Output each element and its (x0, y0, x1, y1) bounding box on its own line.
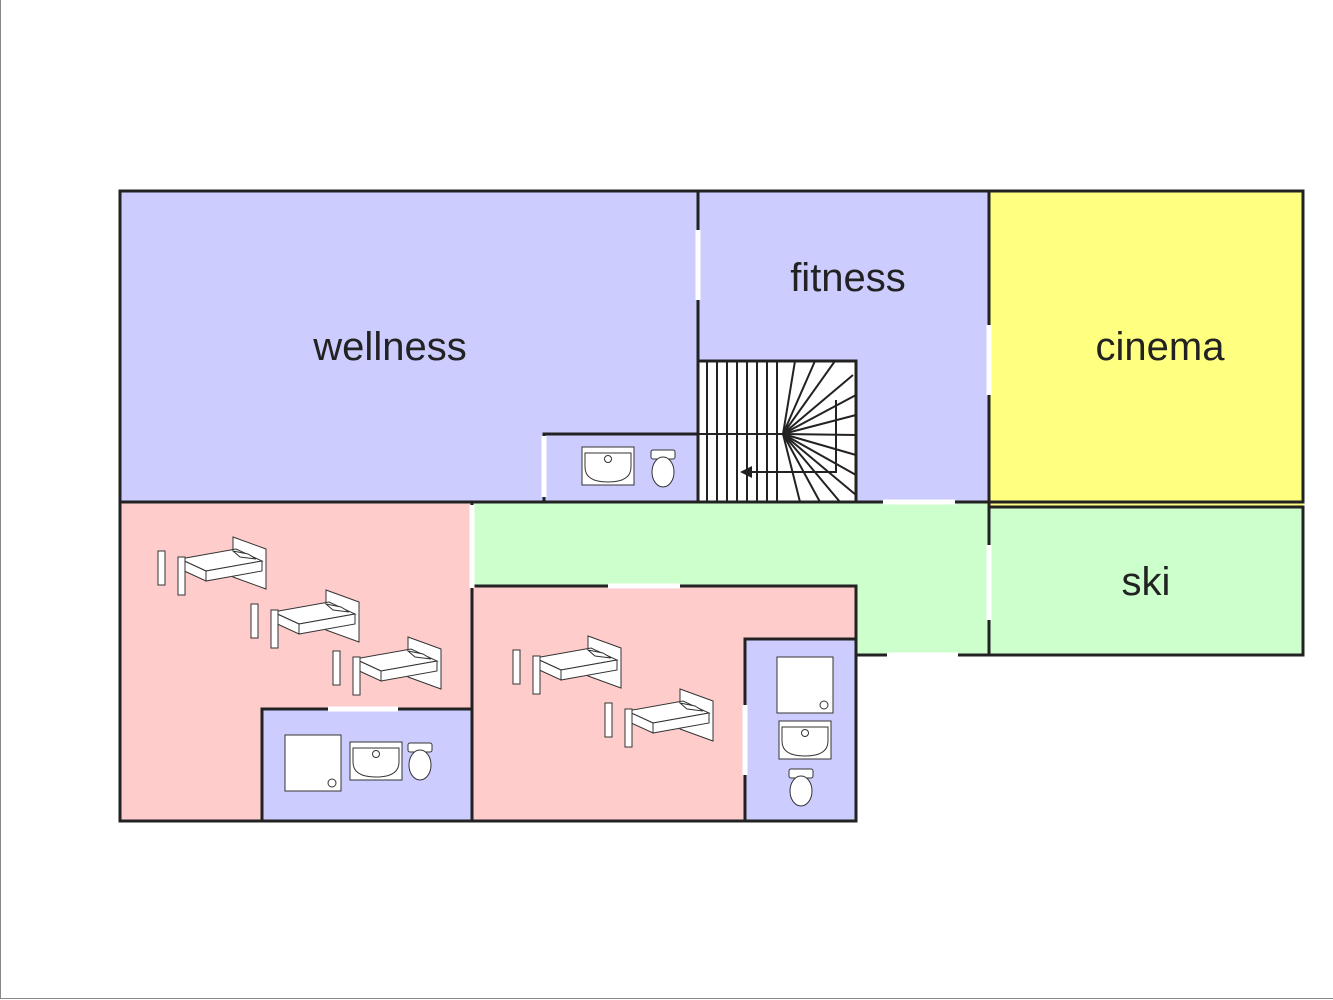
room-label-ski: ski (1122, 560, 1171, 604)
room-label-wellness: wellness (312, 325, 466, 369)
toilet-icon (788, 768, 814, 807)
sink-icon (778, 720, 832, 760)
room-label-fitness: fitness (790, 256, 906, 300)
stair-tread (782, 433, 821, 503)
stair-tread (782, 360, 796, 435)
wellness-fitness-area (120, 191, 989, 502)
toilet-icon (650, 449, 676, 488)
stair-tread (782, 433, 857, 496)
corridor (472, 502, 989, 655)
walls (118, 189, 1305, 823)
stairs-icon (698, 360, 857, 503)
sink-icon (349, 741, 403, 781)
stair-tread (782, 394, 857, 435)
sink-icon (581, 446, 635, 486)
stair-tread (782, 433, 841, 503)
stair-tread (782, 433, 857, 476)
stair-tread (782, 433, 857, 456)
stair-tread (782, 360, 816, 435)
toilet-icon (407, 742, 433, 781)
stair-tread (782, 374, 854, 435)
cinema-room (989, 191, 1303, 507)
stair-tread (782, 433, 801, 503)
doors (328, 230, 992, 775)
room-label-cinema: cinema (1096, 325, 1226, 369)
shower-icon (284, 734, 342, 792)
stair-tread (782, 360, 836, 435)
stair-tread (782, 433, 857, 436)
ski-room (989, 507, 1303, 655)
stair-tread (782, 414, 857, 435)
shower-icon (776, 656, 834, 714)
